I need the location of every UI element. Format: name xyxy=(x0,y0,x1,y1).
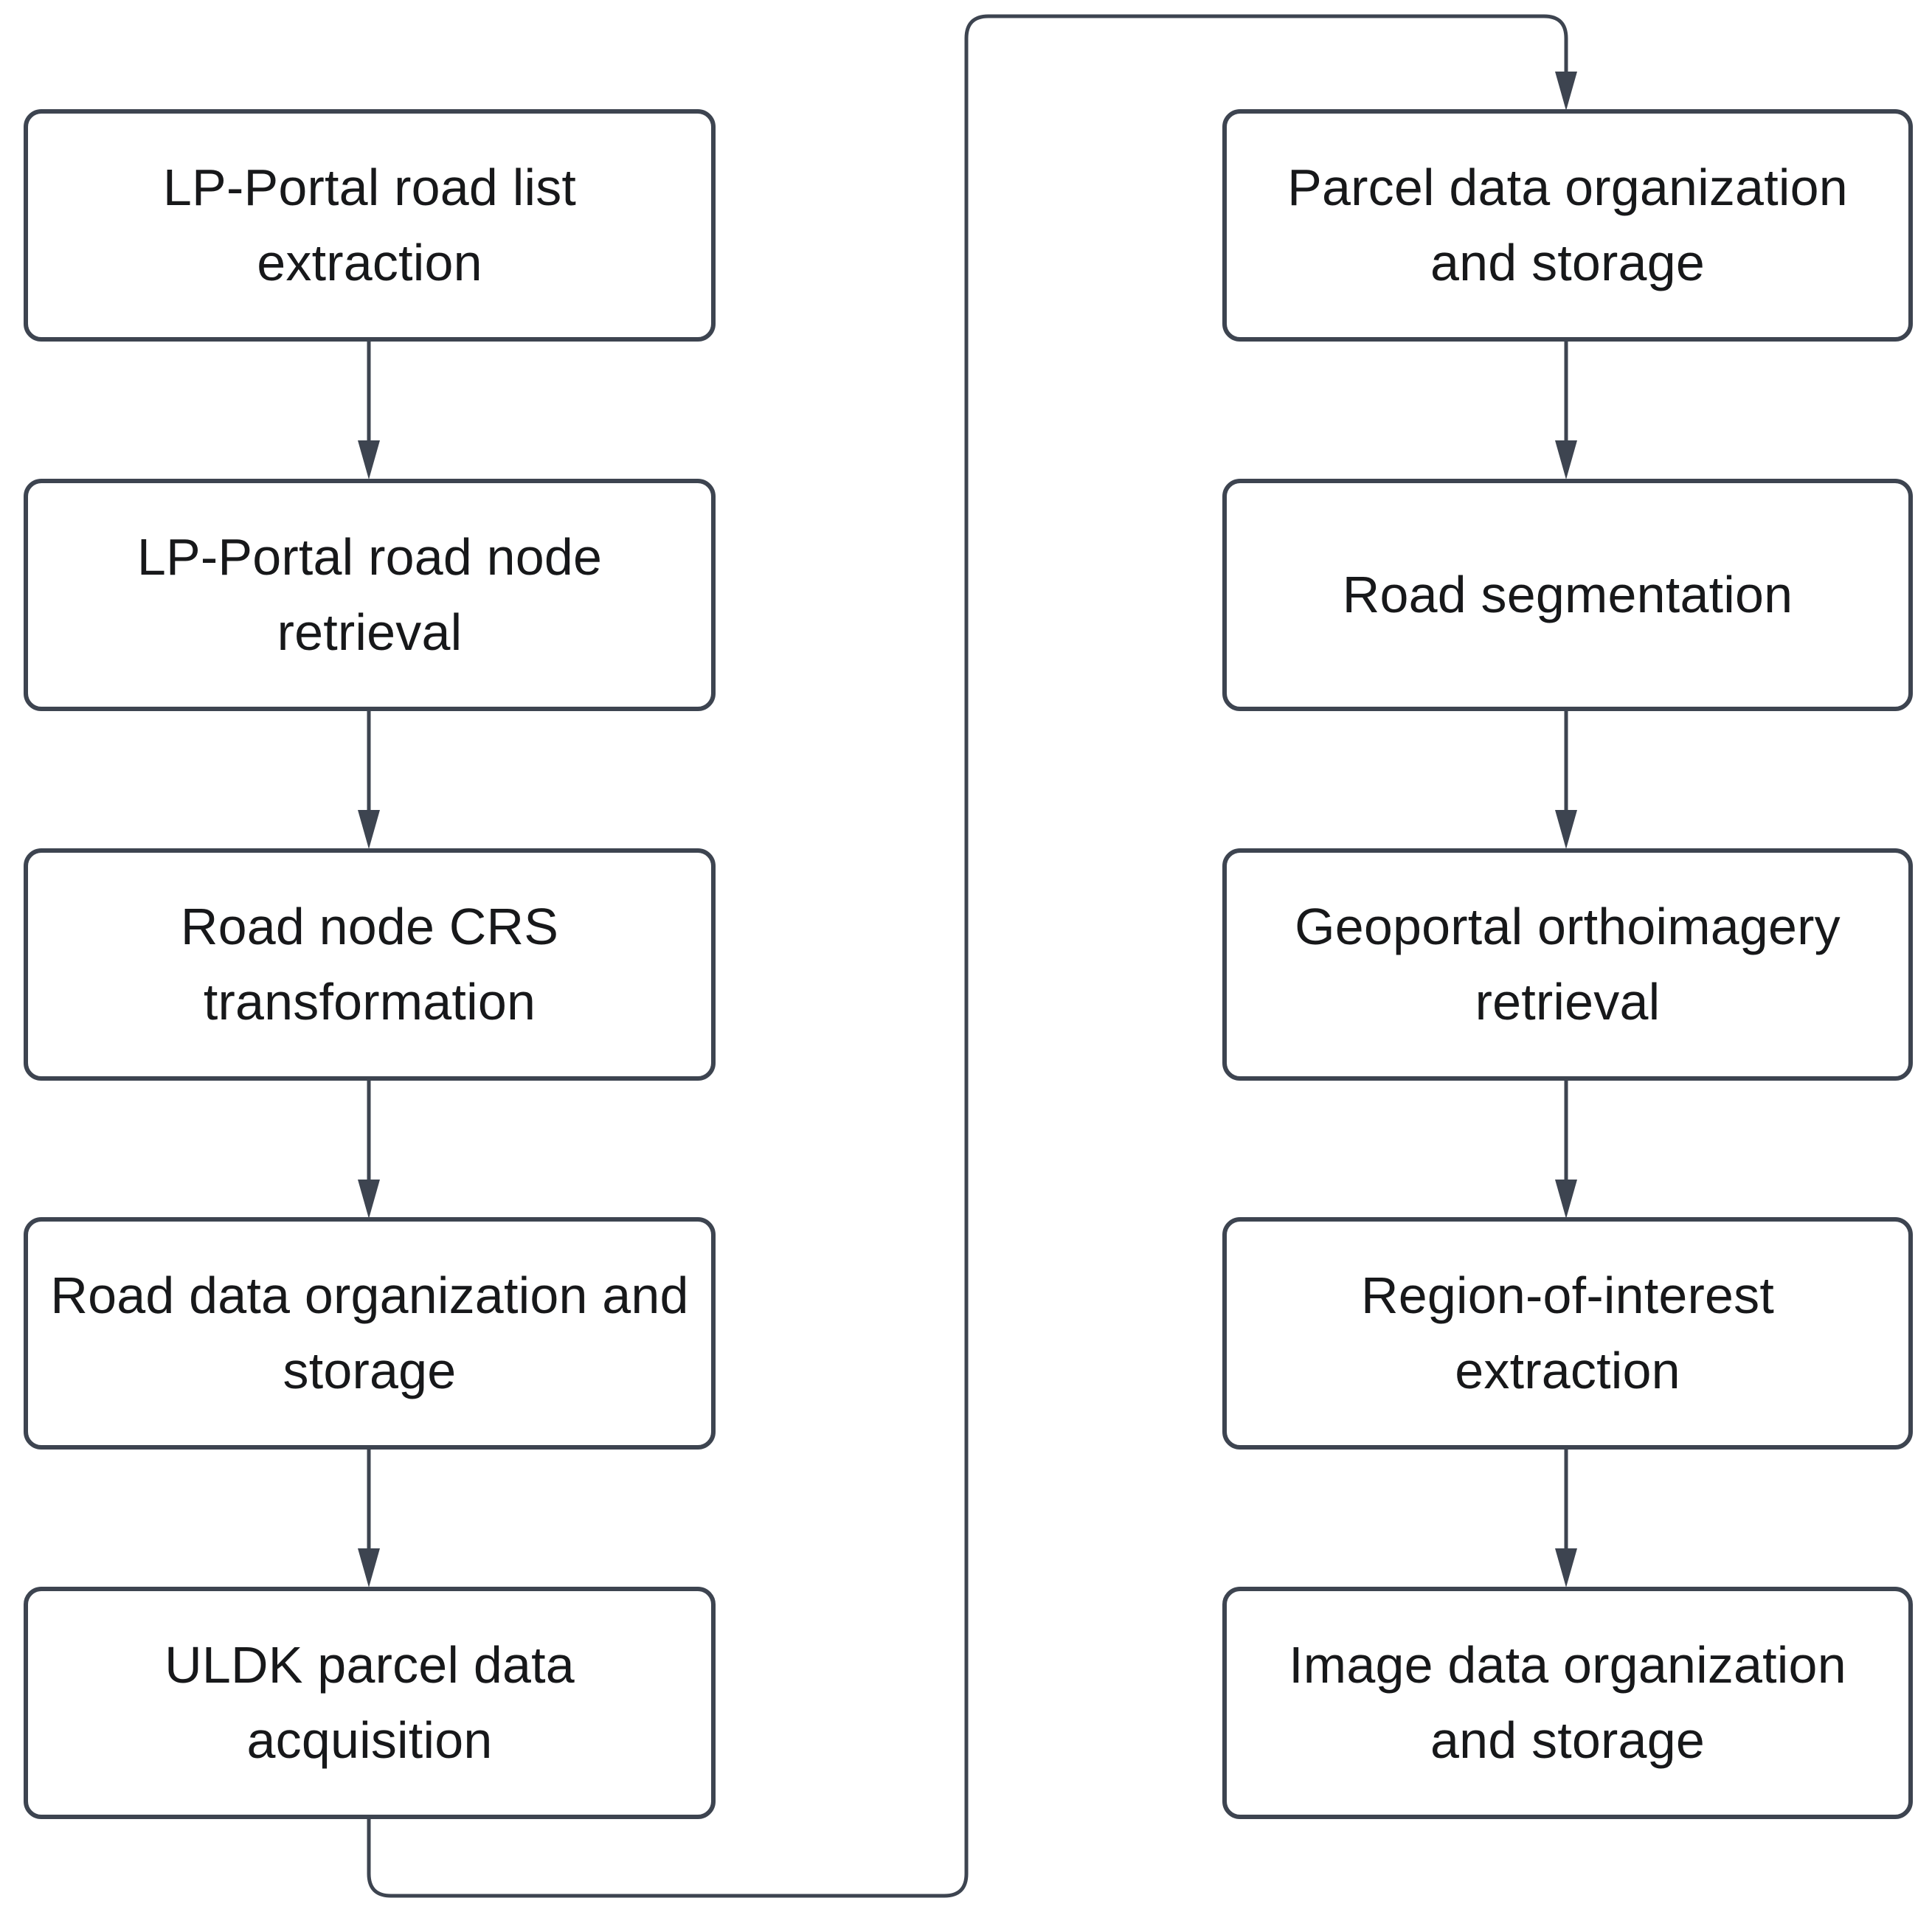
node-lp-portal-road-list-extraction[interactable]: LP-Portal road list extraction xyxy=(24,109,716,342)
node-label: Region-of-interest extraction xyxy=(1361,1267,1774,1399)
node-label: Image data organization and storage xyxy=(1289,1636,1846,1769)
node-label: Road data organization and storage xyxy=(50,1267,689,1399)
node-label: Parcel data organization and storage xyxy=(1287,159,1848,291)
edge-list-to-node xyxy=(358,342,380,479)
node-label: LP-Portal road list extraction xyxy=(162,159,577,291)
edge-parcel-to-roadseg xyxy=(1555,342,1577,479)
node-region-of-interest-extraction[interactable]: Region-of-interest extraction xyxy=(1222,1217,1913,1450)
node-label: ULDK parcel data acquisition xyxy=(165,1636,575,1769)
edge-roadseg-to-geoportal xyxy=(1555,711,1577,849)
node-road-data-organization-and-storage[interactable]: Road data organization and storage xyxy=(24,1217,716,1450)
edge-geoportal-to-roi xyxy=(1555,1081,1577,1219)
node-parcel-data-organization-and-storage[interactable]: Parcel data organization and storage xyxy=(1222,109,1913,342)
edge-roaddata-to-uldk xyxy=(358,1450,380,1587)
node-label: Road segmentation xyxy=(1342,565,1793,623)
node-lp-portal-road-node-retrieval[interactable]: LP-Portal road node retrieval xyxy=(24,479,716,711)
node-label: Road node CRS transformation xyxy=(180,898,559,1031)
node-label: LP-Portal road node retrieval xyxy=(136,528,603,661)
edge-roi-to-imagedata xyxy=(1555,1450,1577,1587)
node-image-data-organization-and-storage[interactable]: Image data organization and storage xyxy=(1222,1587,1913,1819)
node-road-node-crs-transformation[interactable]: Road node CRS transformation xyxy=(24,848,716,1081)
edge-crs-to-roaddata xyxy=(358,1081,380,1219)
node-uldk-parcel-data-acquisition[interactable]: ULDK parcel data acquisition xyxy=(24,1587,716,1819)
edge-node-to-crs xyxy=(358,711,380,849)
node-label: Geoportal orthoimagery retrieval xyxy=(1295,898,1841,1031)
node-road-segmentation[interactable]: Road segmentation xyxy=(1222,479,1913,711)
node-geoportal-orthoimagery-retrieval[interactable]: Geoportal orthoimagery retrieval xyxy=(1222,848,1913,1081)
